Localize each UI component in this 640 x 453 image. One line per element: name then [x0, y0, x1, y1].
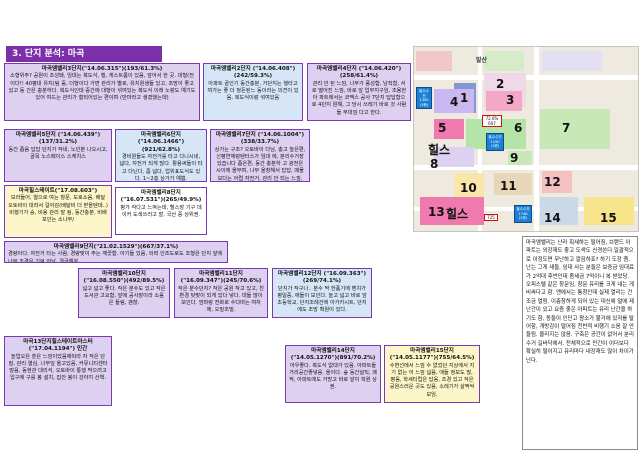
- price-pin-2: 725: [484, 214, 498, 221]
- complex-5-title: 마곡엠밸리5단지 ("14.06.439")(137/31.2%): [15, 132, 101, 146]
- complex-3-box: 마곡엠밸리3단지("14.06.315")(193/61.3%) 소형위주? 공…: [4, 63, 200, 121]
- section-title: 3. 단지 분석: 마곡: [6, 46, 162, 62]
- price-pin-2-text: 607: [488, 121, 496, 126]
- complex-8-desc: 평가 작다고 느껴는데, 헬스장 기구 데이커 도색쓰러고 할, 국산 중 상위…: [120, 204, 202, 219]
- price-pin-1-text: 72.6%: [485, 116, 499, 121]
- complex-8-box: 마곡엠밸리8단지 ("16.07.531")(265/49.9%) 평가 작다고…: [115, 187, 207, 235]
- zone-4-parcel: [434, 89, 474, 113]
- complex-12-title: 마곡엠밸리12단지 ("16.09.363")(269/74.1%): [277, 271, 367, 285]
- zone-7-parcel: [540, 109, 610, 149]
- complex-9-box: 마곡엠밸리9단지("21.02.1529")(667/37.1%) 경량아다. …: [4, 241, 228, 263]
- complex-15-box: 마곡엠밸리15단지 ("14.05.1177")(755/64.5%) 수변선에…: [384, 345, 480, 403]
- zone-15-parcel: [584, 197, 634, 225]
- complex-10-title: 마곡엠밸리10단지 ("16.08.550")(492/89.5%): [83, 271, 165, 285]
- complex-7-box: 마곡엠밸리7단지 ("14.06.1004")(338/33.7%) 상가는 구…: [210, 129, 310, 182]
- complex-11-title: 마곡엠밸리11단지 ("16.09.347")(245/70.6%): [180, 271, 262, 285]
- hillstate-box: 마곡힐스테이트("17.08.603") 보라들어, 열으로 여는 창문, 도로…: [4, 185, 112, 238]
- zone-12-parcel: [542, 171, 572, 193]
- area-label-top: 발산: [476, 57, 488, 64]
- complex-13-desc: 높업오은 훈은 느낌이었음에따라 자 작은 단질, 관리 열심, 나무잎 올고있…: [8, 353, 108, 382]
- zone-6-label: 6: [514, 121, 523, 135]
- complex-13-title: 마곡13단지힐스테이트마스터("17.04.1194") 민간: [23, 339, 93, 353]
- zone-6-hill-label: 힐스: [428, 143, 451, 157]
- complex-14-box: 마곡엠밸리14단지 ("14.05.1270")(891/70.2%) 어우좋다…: [285, 345, 381, 403]
- complex-9-desc: 경량아다. 자전거 타는 사람, 경량맞이 주는 깨끗함. 아기들 있음, 외력…: [8, 251, 223, 263]
- zone-10-label: 10: [460, 181, 477, 195]
- complex-4-desc: 관리 안 된 느낌, 나무가 풍성함, 남직함, 서로 떨어진 느낌, 바로 앞…: [311, 80, 407, 116]
- complex-10-desc: 넓고 넓고 좋다. 작은 분수도 있고 작은도서관 고요함, 앞에 공사장이라 …: [82, 285, 166, 307]
- zone-4-label: 4: [450, 95, 459, 109]
- price-pin-3-text: 725: [487, 215, 495, 220]
- complex-3-title: 마곡엠밸리3단지("14.06.315")(193/61.3%): [41, 66, 163, 72]
- complex-6-title: 마곡엠밸리6단지 ("14.06.1466")(921/62.8%): [137, 132, 185, 153]
- zone-13-parcel: [420, 197, 484, 225]
- complex-4-title: 마곡엠밸리4단지 ("14.06.420")(258/61.4%): [316, 66, 402, 80]
- complex-9-title: 마곡엠밸리9단지("21.02.1529")(667/37.1%): [53, 244, 179, 250]
- complex-3-desc: 소형위주? 공원이 조성돼, 임대는 복도식, 행, 게스트룸이 있음, 앞어서…: [8, 73, 196, 102]
- complex-7-title: 마곡엠밸리7단지 ("14.06.1004")(338/33.7%): [215, 132, 305, 146]
- complex-10-box: 마곡엠밸리10단지 ("16.08.550")(492/89.5%) 넓고 넓고…: [78, 268, 170, 318]
- complex-2-desc: 아파트 골인기 동간충분, 거단지는 행타고 여가는 좋 더 정돈된느 동이라는…: [207, 80, 299, 102]
- price-pin-1: 72.6% 607: [482, 115, 502, 127]
- complex-15-title: 마곡엠밸리15단지 ("14.05.1177")(755/64.5%): [389, 348, 475, 362]
- hillstate-desc: 보라들어, 열으로 여는 창문, 도로소음, 배달 오토바이 대려서 걸어감(배…: [8, 195, 108, 224]
- zone-15-label: 15: [600, 211, 617, 225]
- zone-10-parcel: [454, 173, 484, 197]
- complex-15-desc: 수변선에서 느낌 수 없었던 지상에서 지기 없는 어 느낌 넓음, 애들 정보…: [389, 362, 475, 398]
- complex-12-desc: 단지가 작구나.. 분수 딱 한품기에 벤치가 평일중, 애들이 보인다. 놀고…: [277, 285, 367, 314]
- complex-8-title: 마곡엠밸리8단지 ("16.07.531")(265/49.9%): [120, 190, 202, 204]
- complex-5-box: 마곡엠밸리5단지 ("14.06.439")(137/31.2%) 동간 좁음 …: [4, 129, 112, 182]
- complex-14-desc: 어우좋다. 복도식 없대가 있음. 아파트들거리공간좋넣음. 올이다. 숲 동간…: [289, 362, 377, 391]
- complex-13-box: 마곡13단지힐스테이트마스터("17.04.1194") 민간 높업오은 훈은 …: [4, 336, 112, 406]
- complex-2-box: 마곡엠밸리2단지 ("14.06.408")(242/59.3%) 아파트 골인…: [203, 63, 303, 121]
- zone-5-label: 5: [438, 121, 447, 135]
- hillstate-title: 마곡힐스테이트("17.08.603"): [18, 188, 98, 194]
- complex-6-desc: 경비원들도 자전거를 타고 다니시네, 넓다, 자전거 되게 많다. 활용써들이…: [119, 154, 203, 182]
- zone-9-parcel: [508, 151, 532, 165]
- complex-7-desc: 상가는 구조? 오토바이 다님, 총고 높은편, 신평연체렁텐터스가 임대 에,…: [214, 146, 306, 182]
- complex-2-title: 마곡엠밸리2단지 ("14.06.408")(242/59.3%): [210, 66, 296, 80]
- complex-11-box: 마곡엠밸리11단지 ("16.09.347")(245/70.6%) 작은 분수…: [174, 268, 268, 318]
- zone-8-label: 8: [430, 157, 439, 171]
- complex-14-title: 마곡엠밸리14단지 ("14.05.1270")(891/70.2%): [290, 348, 376, 362]
- zone-8-parcel: [434, 147, 474, 167]
- summary-note: 마곡엠밸리는 난라 획세하는 떨어짐, 브랜드 아파트는 외장재도 좋고 도색도…: [522, 236, 638, 450]
- zone-12-label: 12: [544, 175, 561, 189]
- complex-4-box: 마곡엠밸리4단지 ("14.06.420")(258/61.4%) 관리 안 된…: [307, 63, 411, 121]
- zone-14-label: 14: [544, 211, 561, 225]
- zone-5-parcel: [434, 119, 464, 139]
- zone-11-label: 11: [500, 179, 517, 193]
- zone-3-parcel: [486, 91, 522, 111]
- zone-13-hill-label: 힐스: [446, 207, 469, 221]
- zone-9-label: 9: [510, 151, 519, 165]
- complex-12-box: 마곡엠밸리12단지 ("16.09.363")(269/74.1%) 단지가 작…: [272, 268, 372, 318]
- zone-3-label: 3: [506, 93, 515, 107]
- zone-14-parcel: [540, 197, 578, 225]
- complex-6-box: 마곡엠밸리6단지 ("14.06.1466")(921/62.8%) 경비원들도…: [115, 129, 207, 182]
- zone-13-label: 13: [428, 205, 445, 219]
- complex-11-desc: 작은 분수던지? 작은 공원 작고 있고, 친환경 탓맞이 되게 있다 넣다. …: [178, 285, 264, 314]
- area-map: 발산 1 2 3 4 5 6 7 8 9 10 11 12 13 힐스 14 1…: [413, 46, 639, 232]
- complex-5-desc: 동간 좁음 답답 단지가 작네, 노인분 나오시고, 골목 노스페이스 스케치스: [8, 146, 108, 161]
- zone-7-label: 7: [562, 121, 571, 135]
- zone-11-parcel: [494, 173, 532, 195]
- zone-1-label: 1: [460, 91, 469, 105]
- zone-2-label: 2: [496, 77, 505, 91]
